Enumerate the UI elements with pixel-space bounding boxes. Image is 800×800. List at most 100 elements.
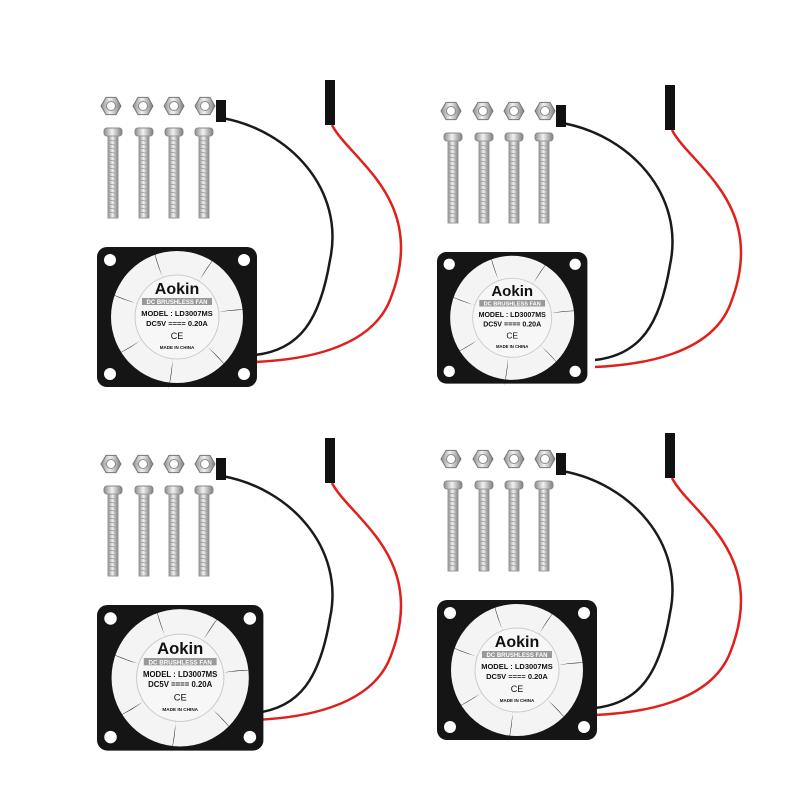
screw-thread — [478, 516, 490, 519]
screw-thread — [198, 155, 210, 158]
connector-black — [216, 458, 226, 480]
connector-red — [665, 85, 675, 130]
screw-thread — [478, 196, 490, 199]
screw-thread — [508, 200, 520, 203]
screw-thread — [508, 500, 520, 503]
screw-thread — [138, 561, 150, 564]
label-origin: MADE IN CHINA — [500, 698, 535, 703]
nut-hole — [478, 106, 488, 116]
screw-head — [164, 127, 184, 137]
fan-label — [135, 633, 225, 722]
screw-thread — [508, 152, 520, 155]
screw-thread — [508, 520, 520, 523]
screw-thread — [538, 536, 550, 539]
screw-thread — [168, 187, 180, 190]
screw-thread — [447, 148, 459, 151]
label-rating: DC5V ==== 0.20A — [486, 672, 548, 681]
screw-thread — [447, 156, 459, 159]
screw-thread — [198, 569, 210, 572]
screw-thread — [138, 513, 150, 516]
screw-head — [443, 480, 463, 490]
screw-thread — [107, 521, 119, 524]
screw-thread — [508, 564, 520, 567]
screw-thread — [447, 168, 459, 171]
screw-thread — [538, 560, 550, 563]
screw — [504, 132, 524, 224]
screw-thread — [538, 208, 550, 211]
screw-thread — [107, 513, 119, 516]
screw-thread — [198, 183, 210, 186]
screw-thread — [138, 155, 150, 158]
screw-thread — [168, 171, 180, 174]
screw-thread — [138, 151, 150, 154]
screw-head — [134, 485, 154, 495]
screw-head — [103, 127, 123, 137]
screw-thread — [107, 179, 119, 182]
screw-thread — [198, 163, 210, 166]
label-model: MODEL : LD3007MS — [143, 670, 217, 679]
screw-thread — [138, 143, 150, 146]
screw-thread — [538, 528, 550, 531]
screw-thread — [168, 497, 180, 500]
screw-thread — [478, 532, 490, 535]
screw-thread — [447, 508, 459, 511]
screw-thread — [107, 175, 119, 178]
label-brand: Aokin — [495, 634, 539, 651]
screw-thread — [508, 532, 520, 535]
screw — [134, 485, 154, 577]
label-origin: MADE IN CHINA — [496, 344, 528, 349]
label-model: MODEL : LD3007MS — [141, 309, 213, 318]
screw-thread — [538, 504, 550, 507]
screw-thread — [198, 497, 210, 500]
screw-thread — [447, 544, 459, 547]
screw-thread — [447, 564, 459, 567]
screw — [474, 132, 494, 224]
screw-thread — [198, 191, 210, 194]
screw-thread — [478, 564, 490, 567]
screw — [103, 485, 123, 577]
nut-hole — [106, 101, 116, 111]
screw-thread — [478, 184, 490, 187]
screw-thread — [447, 492, 459, 495]
screw-thread — [107, 203, 119, 206]
black-wire — [221, 474, 334, 715]
label-brand: Aokin — [157, 639, 203, 658]
screw-thread — [447, 200, 459, 203]
screw-thread — [138, 199, 150, 202]
connector-black — [556, 453, 566, 475]
screw-thread — [168, 533, 180, 536]
screw-thread — [198, 187, 210, 190]
screw-thread — [107, 553, 119, 556]
screw-thread — [478, 152, 490, 155]
screw-head — [443, 132, 463, 142]
screw-thread — [138, 569, 150, 572]
screw-thread — [107, 549, 119, 552]
screw-thread — [478, 544, 490, 547]
screw — [194, 485, 214, 577]
screw-thread — [198, 501, 210, 504]
screw-thread — [447, 216, 459, 219]
hex-nut — [163, 454, 185, 474]
screw-thread — [138, 545, 150, 548]
screw-thread — [198, 557, 210, 560]
screw-thread — [508, 208, 520, 211]
screw-thread — [198, 179, 210, 182]
screw-thread — [107, 533, 119, 536]
black-wire — [561, 469, 674, 710]
red-wire — [254, 124, 403, 364]
label-ce-mark: CE — [511, 684, 524, 694]
screw-thread — [478, 556, 490, 559]
screw-thread — [478, 212, 490, 215]
nut-hole — [138, 459, 148, 469]
screw-thread — [198, 195, 210, 198]
mount-hole — [443, 258, 455, 270]
screw-thread — [198, 529, 210, 532]
screw-thread — [538, 172, 550, 175]
screw-thread — [198, 561, 210, 564]
nut-hole — [509, 106, 519, 116]
screw-thread — [508, 184, 520, 187]
screw-thread — [107, 501, 119, 504]
screw-thread — [138, 541, 150, 544]
screw-thread — [447, 520, 459, 523]
